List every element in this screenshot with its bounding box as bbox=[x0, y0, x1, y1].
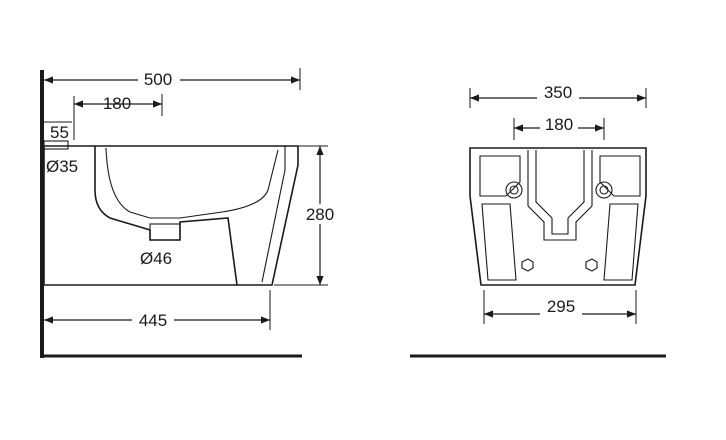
inlet-fitting-left bbox=[505, 181, 523, 199]
dim-height: 280 bbox=[306, 205, 334, 224]
bowl-inner-line bbox=[105, 147, 279, 219]
side-view: 500 180 55 Ø35 Ø46 280 445 bbox=[40, 68, 338, 358]
upper-pocket-left bbox=[479, 155, 521, 197]
dim-fixing-spacing: 295 bbox=[547, 297, 575, 316]
fixing-nut-right bbox=[585, 258, 598, 272]
dim-inlet-offset: 180 bbox=[103, 94, 131, 113]
lower-pocket-right bbox=[603, 203, 639, 281]
bidet-side-outline bbox=[44, 145, 299, 286]
inlet-fitting-right bbox=[595, 181, 613, 199]
dim-overall-length: 500 bbox=[144, 70, 172, 89]
dim-inlet-spacing: 180 bbox=[545, 115, 573, 134]
upper-pocket-right bbox=[599, 155, 641, 197]
lower-pocket-left bbox=[481, 203, 517, 281]
bowl-rim-line bbox=[261, 146, 286, 283]
bidet-side-base bbox=[43, 146, 237, 286]
dim-inlet-height: 55 bbox=[50, 123, 69, 142]
dim-overall-width: 350 bbox=[544, 83, 572, 102]
inlet-pipe bbox=[43, 140, 69, 150]
centre-column bbox=[527, 150, 593, 241]
centre-column-inner bbox=[535, 150, 585, 235]
dim-inlet-diameter: Ø35 bbox=[46, 157, 78, 176]
dim-waste-diameter: Ø46 bbox=[140, 249, 172, 268]
bidet-back-outline bbox=[469, 147, 647, 286]
fixing-nut-left bbox=[521, 258, 534, 272]
dim-base-length: 445 bbox=[139, 311, 167, 330]
waste-outlet bbox=[149, 223, 181, 241]
back-view: 350 180 295 bbox=[410, 83, 666, 358]
